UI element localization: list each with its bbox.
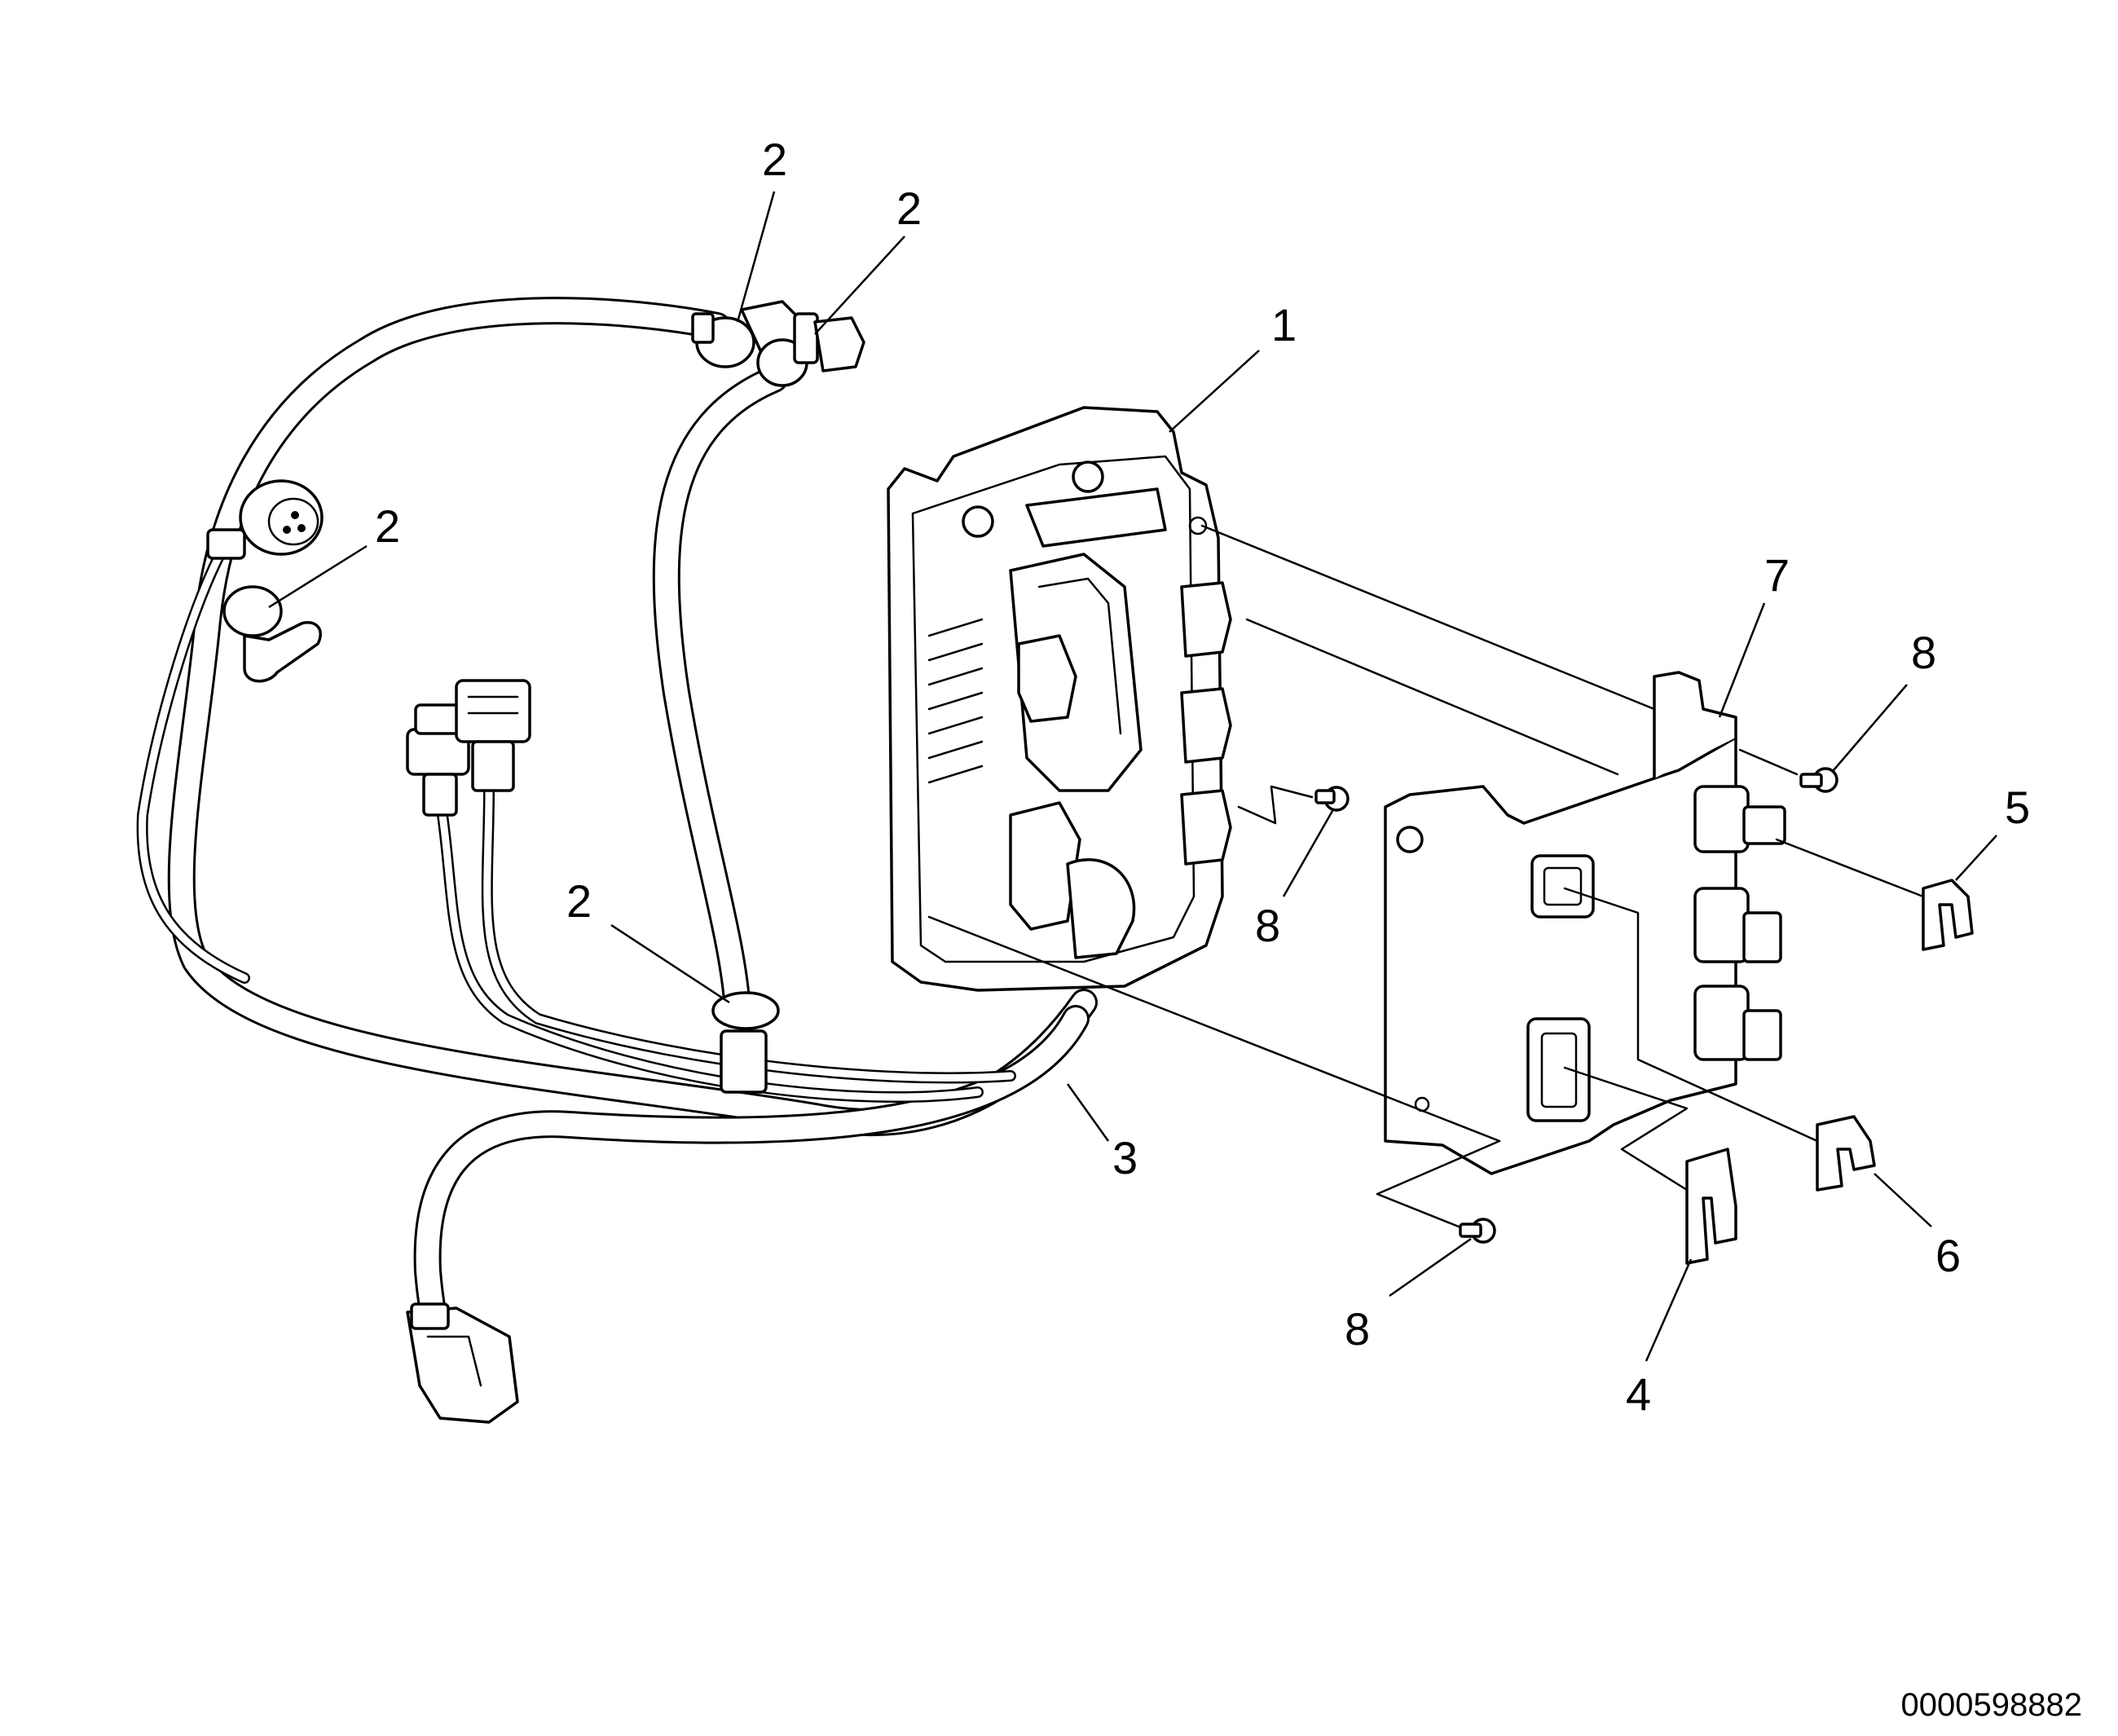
assembly-lines (927, 524, 1925, 1228)
callout-2-top-left: 2 (762, 134, 787, 185)
callouts: 1 2 2 2 2 3 4 5 6 7 8 8 8 (268, 134, 2030, 1420)
reference-number: 0000598882 (1901, 1687, 2082, 1723)
callout-2-left: 2 (375, 500, 400, 552)
round-connector (206, 479, 324, 560)
callout-8-lower: 8 (1345, 1303, 1370, 1355)
harness-connector-pair (406, 679, 531, 817)
elbow-connector (222, 585, 322, 683)
callout-2-top-right: 2 (896, 183, 922, 234)
callout-7: 7 (1764, 549, 1790, 601)
control-module (887, 406, 1232, 992)
callout-1: 1 (1271, 299, 1297, 350)
bolt-8-upper-right (1799, 767, 1838, 793)
retaining-clip-5 (1922, 879, 1974, 951)
cable-clamp-lower (711, 991, 780, 1094)
retaining-clip-6 (1816, 1115, 1876, 1192)
callout-8-middle: 8 (1255, 900, 1280, 951)
cable-clamp-top-right (756, 312, 865, 387)
callout-6: 6 (1935, 1230, 1961, 1281)
callout-5: 5 (2005, 782, 2030, 833)
bolt-8-middle (1314, 786, 1350, 812)
bottom-connector (406, 1302, 519, 1424)
wire-harness (136, 297, 1098, 1367)
bolt-8-lower (1459, 1218, 1496, 1244)
callout-8-upper-right: 8 (1911, 627, 1936, 678)
callout-4: 4 (1626, 1368, 1651, 1420)
callout-3: 3 (1112, 1132, 1138, 1183)
heat-sink-fins (927, 618, 984, 784)
retaining-clip-4 (1685, 1148, 1737, 1265)
callout-2-lower: 2 (566, 875, 592, 927)
